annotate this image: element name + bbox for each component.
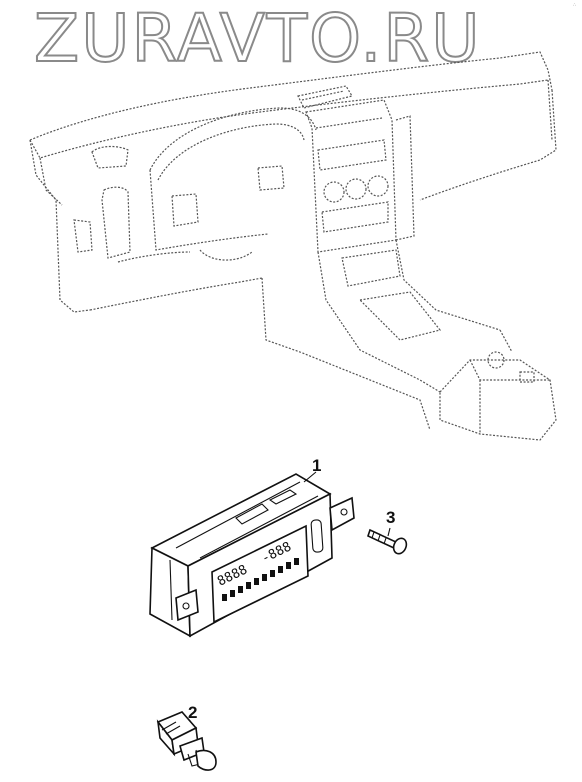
corner-mark: ∴ bbox=[572, 2, 576, 8]
watermark-text: ZURAVTO.RU bbox=[33, 0, 482, 77]
display-bar-segments bbox=[222, 558, 299, 601]
dashboard-outline bbox=[29, 51, 557, 441]
leader-line-1 bbox=[303, 471, 317, 483]
leader-line-3 bbox=[387, 527, 391, 537]
display-module-part-1 bbox=[149, 473, 355, 638]
bulb-socket-part-2 bbox=[156, 711, 217, 771]
callout-label-1: 1 bbox=[312, 456, 322, 475]
callout-label-2: 2 bbox=[188, 703, 198, 722]
screw-part-3 bbox=[367, 528, 408, 555]
callout-label-3: 3 bbox=[386, 508, 396, 527]
